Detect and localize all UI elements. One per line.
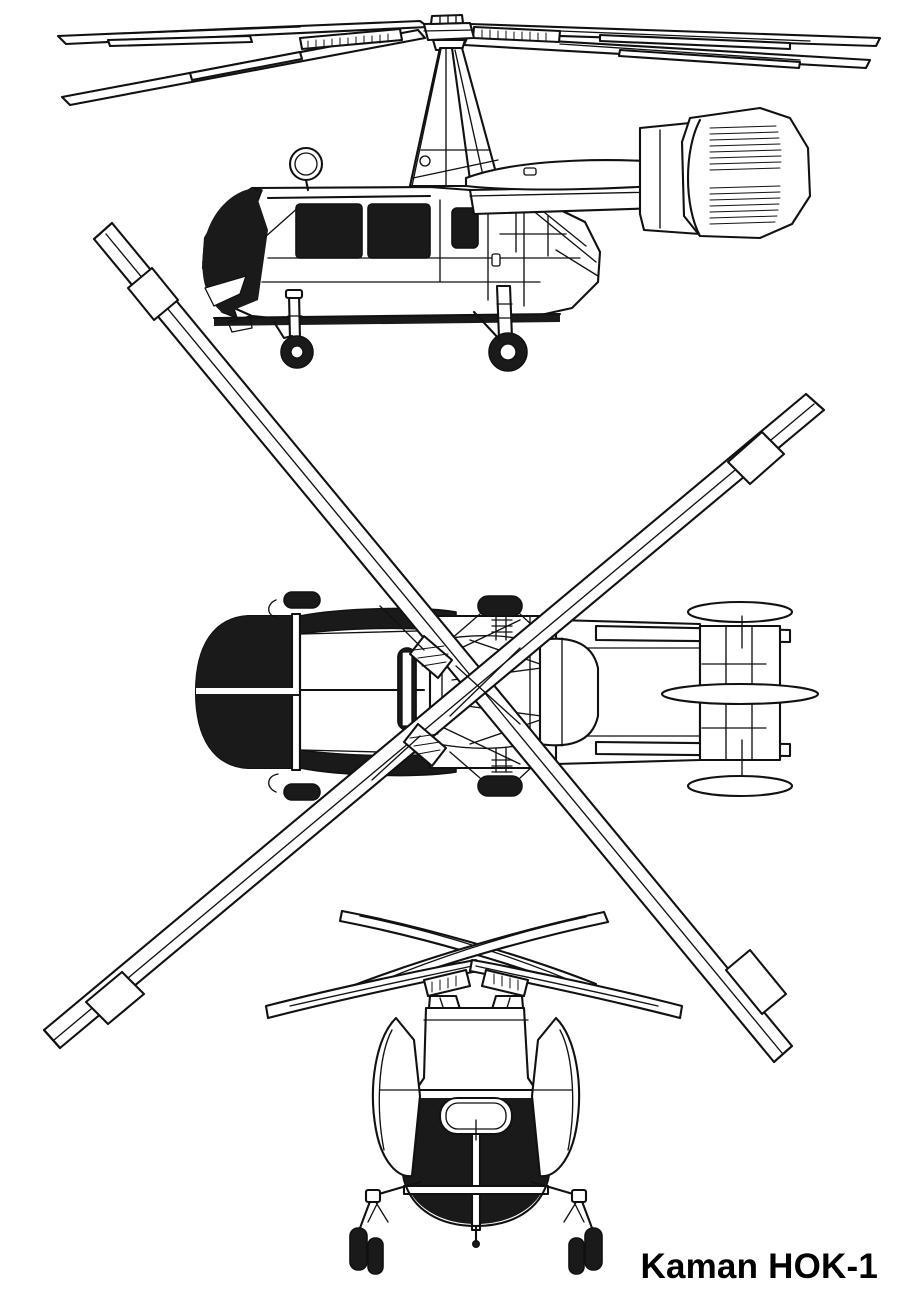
side-mast-fairing bbox=[288, 146, 324, 192]
front-wheel-left-inner bbox=[367, 1237, 384, 1275]
plan-tail-surfaces bbox=[660, 600, 820, 798]
plan-view bbox=[42, 221, 826, 1064]
front-view bbox=[264, 909, 684, 1275]
plan-wheel-right-aft bbox=[477, 775, 523, 797]
front-rotor-blades bbox=[264, 909, 684, 1020]
front-fuselage bbox=[400, 1006, 552, 1249]
side-landing-gear bbox=[212, 284, 562, 372]
plan-fin-bottom bbox=[686, 774, 794, 798]
plan-wheel-left-fwd bbox=[283, 591, 321, 609]
side-rotor-blades-left bbox=[56, 19, 430, 107]
plan-fin-top bbox=[686, 600, 794, 624]
plan-rotor-blades bbox=[42, 221, 826, 1064]
plan-fin-center bbox=[660, 682, 820, 706]
side-window-aft bbox=[367, 203, 431, 259]
front-wheel-left-outer bbox=[349, 1227, 368, 1271]
plan-rotor-hubs bbox=[371, 605, 521, 781]
side-tail-fin bbox=[638, 106, 812, 240]
side-window-rear bbox=[451, 207, 479, 249]
front-wheel-right-outer bbox=[584, 1227, 603, 1271]
side-window-fwd bbox=[295, 203, 363, 259]
page-title: Kaman HOK-1 bbox=[640, 1247, 878, 1286]
front-tail-fins bbox=[371, 1016, 581, 1178]
side-view bbox=[56, 13, 882, 372]
plan-landing-gear bbox=[268, 591, 549, 801]
side-servo-flap-left bbox=[298, 27, 404, 51]
plan-wheel-left-aft bbox=[283, 783, 321, 801]
front-landing-gear bbox=[349, 1180, 603, 1275]
plan-wheel-right-fwd bbox=[477, 595, 523, 617]
front-wheel-right-inner bbox=[568, 1237, 585, 1275]
side-rotor-blades-right bbox=[462, 22, 882, 70]
